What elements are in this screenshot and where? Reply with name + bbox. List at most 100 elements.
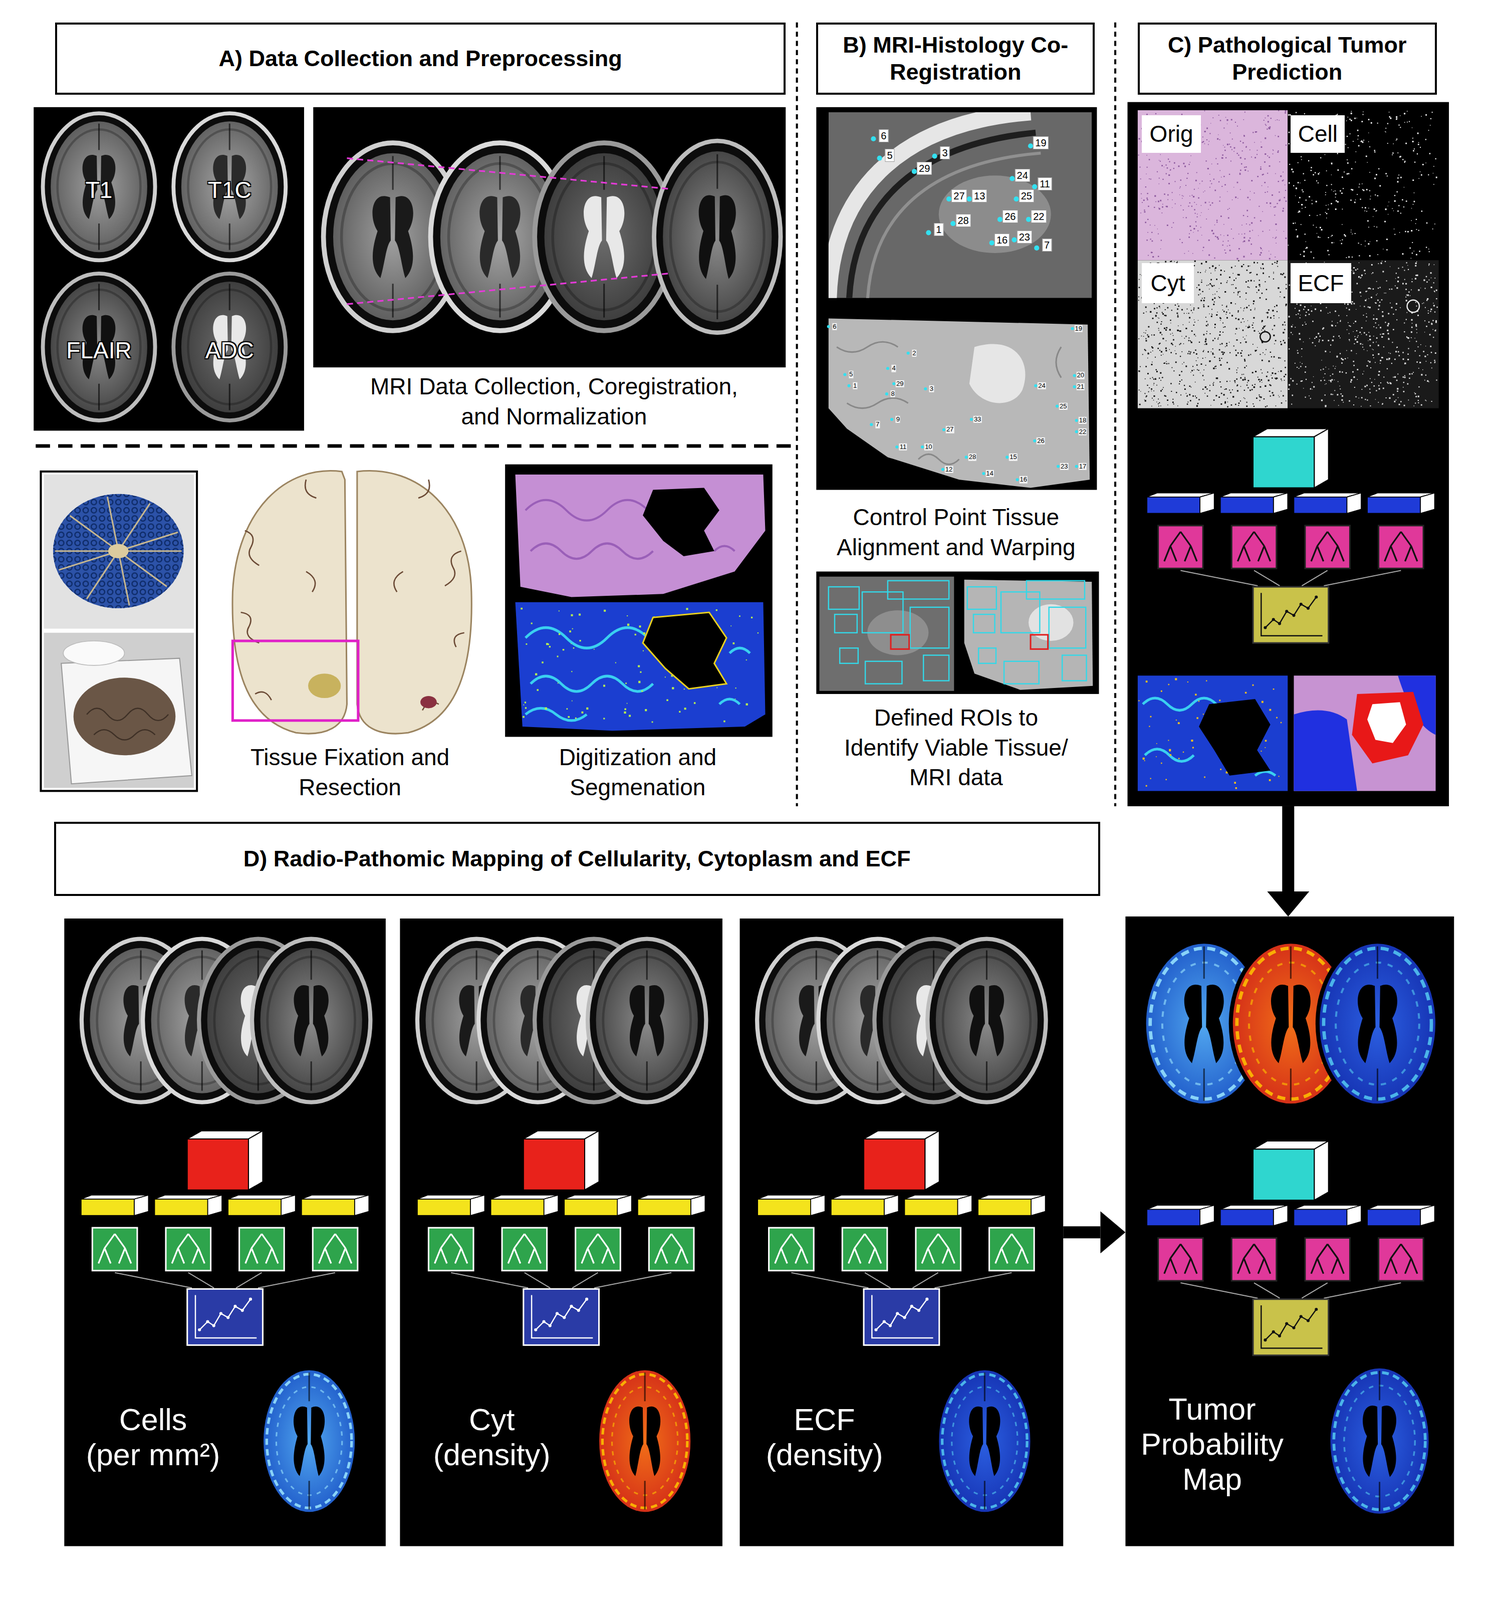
image-panel: ECF (density) <box>739 918 1064 1547</box>
midline <box>646 950 648 980</box>
midline <box>310 950 313 980</box>
control-point-number: 1 <box>933 222 944 236</box>
non-tumor-region <box>1293 675 1436 791</box>
slab <box>1146 1208 1200 1226</box>
tag-text: Cell <box>1298 120 1338 148</box>
chart-dot <box>895 1311 899 1315</box>
control-point-number: 23 <box>1060 462 1069 470</box>
chart-dot <box>534 1328 538 1332</box>
midline <box>593 950 595 980</box>
control-point <box>931 153 937 159</box>
model-icon <box>417 1130 705 1346</box>
slab-side <box>1199 492 1215 514</box>
slab <box>904 1198 958 1216</box>
ventricle <box>629 984 646 1057</box>
ventricles <box>1184 984 1224 1064</box>
cube-front <box>1253 436 1315 488</box>
slab-side <box>1346 1204 1362 1226</box>
ventricle <box>1205 984 1224 1064</box>
slab-side <box>690 1194 706 1216</box>
control-point-number: 18 <box>1078 416 1087 424</box>
midline <box>228 223 231 250</box>
roi-box <box>834 614 858 633</box>
chart-dot <box>226 1315 230 1319</box>
vessel <box>1260 331 1271 342</box>
chart-dot <box>585 1297 589 1301</box>
control-point-number: 19 <box>1074 325 1083 333</box>
midline <box>98 223 100 250</box>
control-point-number: 29 <box>895 380 904 388</box>
slab <box>564 1198 618 1216</box>
tree-glyph <box>318 1233 352 1264</box>
tree-box <box>1378 525 1424 569</box>
ventricle <box>583 195 602 279</box>
net <box>53 493 184 609</box>
roi-box <box>973 614 995 633</box>
tumor-region <box>1352 691 1424 764</box>
cube-side <box>1314 428 1329 488</box>
histology-section <box>828 318 1090 488</box>
chart-axes <box>871 1295 933 1339</box>
ventricle <box>458 984 475 1057</box>
midline <box>1376 946 1379 979</box>
control-point-number: 29 <box>916 161 932 175</box>
ventricle <box>502 195 521 279</box>
photo-frame <box>40 471 197 791</box>
control-point-number: 1 <box>852 382 858 390</box>
control-point <box>1055 404 1059 408</box>
texture-dots <box>1288 110 1438 259</box>
control-point-number: 16 <box>994 233 1010 247</box>
brain-tissue <box>935 947 1038 1094</box>
hemisphere <box>232 470 347 734</box>
model-link <box>594 1272 672 1289</box>
control-point-number: 7 <box>1042 238 1052 252</box>
brain-outline <box>1327 1364 1433 1518</box>
control-point <box>827 325 831 329</box>
brain-tissue <box>181 121 279 253</box>
cell-map <box>1287 110 1439 261</box>
midline <box>603 283 605 318</box>
ventricle <box>606 195 625 279</box>
model-link <box>791 1272 869 1289</box>
midline <box>1290 1068 1292 1101</box>
tree-box <box>92 1227 138 1271</box>
midline <box>1378 1481 1381 1512</box>
model-icon <box>1146 1140 1435 1356</box>
tumor-region <box>969 343 1026 403</box>
control-point-number: 15 <box>1009 453 1018 461</box>
tumor-cavity <box>1198 698 1271 776</box>
string <box>70 515 167 587</box>
midline <box>1203 1068 1205 1101</box>
ventricle <box>1362 1405 1378 1477</box>
mold-box <box>61 658 192 785</box>
control-point <box>911 168 917 174</box>
control-point <box>1028 143 1034 149</box>
control-point-number: 3 <box>939 146 950 160</box>
slab-side <box>1199 1204 1215 1226</box>
cube-front <box>1253 1148 1315 1200</box>
tree-box <box>1231 1237 1277 1281</box>
ventricle <box>372 195 391 279</box>
resection-box <box>232 640 359 721</box>
prediction-heatmap <box>1137 675 1288 791</box>
hemisphere <box>357 470 472 734</box>
label-tag: ECF <box>1290 263 1351 303</box>
chart-dot <box>197 1328 201 1332</box>
control-point-number: 13 <box>971 189 987 203</box>
control-point-number: 21 <box>1076 383 1085 391</box>
slab-side <box>884 1194 899 1216</box>
cortex-ring <box>1335 962 1420 1085</box>
slab-side <box>1346 492 1362 514</box>
midline <box>815 1061 818 1091</box>
control-point <box>877 155 883 161</box>
tree-glyph <box>171 1233 205 1264</box>
tree-glyph <box>921 1233 955 1264</box>
control-point <box>1013 196 1019 202</box>
brain-image <box>173 113 286 261</box>
brain-tissue <box>596 947 698 1094</box>
registration-line <box>346 273 669 305</box>
ventricle <box>968 1406 983 1476</box>
roi-mri <box>819 576 954 691</box>
ventricle <box>1184 984 1202 1064</box>
